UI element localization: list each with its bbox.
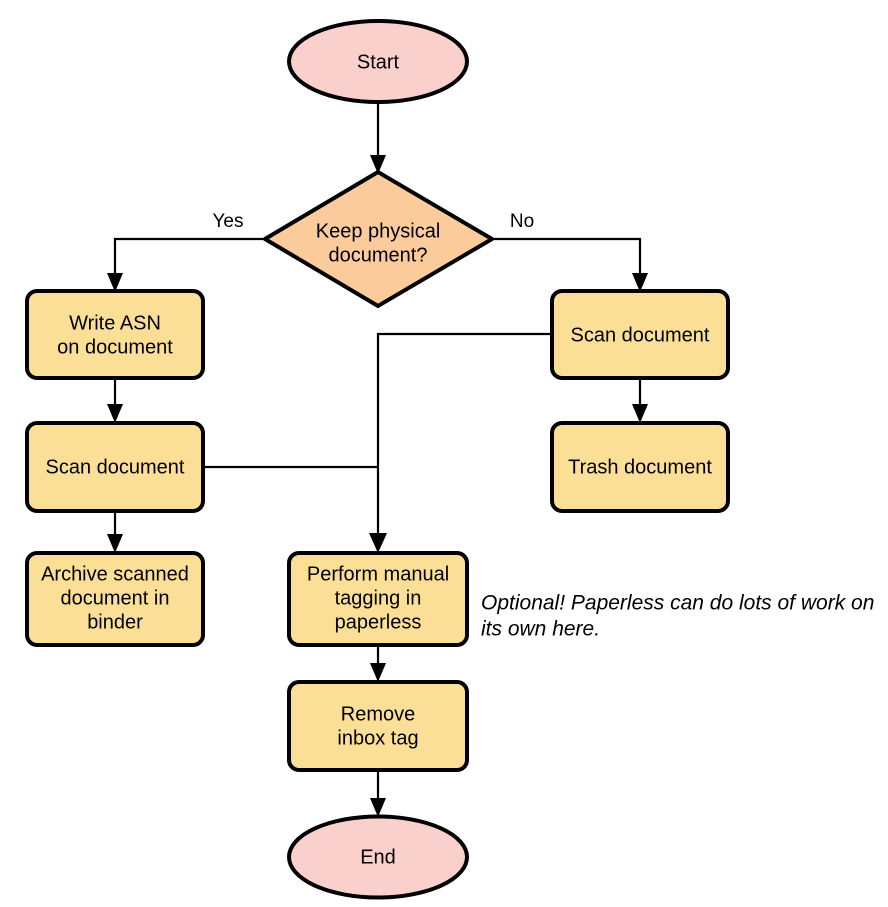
write-asn-rect-shape (25, 289, 205, 380)
scan-right-label: Scan document (571, 324, 710, 346)
edge-label-no: No (510, 211, 534, 232)
node-perform-manual-tagging[interactable]: Perform manual tagging in paperless (287, 551, 469, 647)
arrowhead-icon (632, 273, 648, 292)
archive-label-line-2: document in (61, 587, 170, 609)
remove-inbox-label-line-2: inbox tag (337, 727, 418, 749)
edge-scan-right-to-trash (632, 378, 648, 423)
trash-label: Trash document (568, 456, 712, 478)
archive-label-line-3: binder (87, 611, 143, 633)
decision-label-line-2: document? (329, 244, 428, 266)
arrowhead-icon (369, 533, 387, 553)
arrowhead-icon (107, 404, 123, 423)
arrowhead-icon (370, 663, 386, 682)
archive-label-line-1: Archive scanned (41, 563, 189, 585)
decision-label-line-1: Keep physical (316, 220, 441, 242)
arrowhead-icon (370, 798, 386, 817)
remove-inbox-label-line-1: Remove (341, 703, 415, 725)
arrowhead-icon (370, 155, 386, 174)
arrowhead-icon (107, 534, 123, 553)
edge-decision-yes-to-write-asn (107, 237, 265, 292)
node-end[interactable]: End (287, 814, 469, 900)
decision-diamond-shape (263, 170, 494, 308)
archive-rect-shape (25, 551, 205, 647)
manual-tagging-label-line-1: Perform manual (307, 563, 449, 585)
scan-left-label: Scan document (46, 456, 185, 478)
scan-right-rect-shape (550, 289, 730, 380)
edge-scan-right-to-manual-tagging (369, 332, 552, 553)
start-label: Start (357, 51, 400, 73)
manual-tagging-rect-shape (287, 551, 469, 647)
node-trash-document[interactable]: Trash document (550, 421, 730, 513)
edge-write-asn-to-scan-left (107, 378, 123, 423)
edge-remove-inbox-to-end (370, 770, 386, 817)
optional-note-line-1: Optional! Paperless can do lots of work … (481, 592, 874, 615)
write-asn-label-line-1: Write ASN (69, 312, 161, 334)
remove-inbox-rect-shape (287, 680, 469, 772)
node-scan-document-left[interactable]: Scan document (25, 421, 205, 513)
node-write-asn[interactable]: Write ASN on document (25, 289, 205, 380)
node-start[interactable]: Start (287, 19, 469, 104)
end-label: End (360, 846, 396, 868)
optional-note-line-2: its own here. (481, 618, 600, 641)
arrowhead-icon (632, 404, 648, 423)
annotation-optional-note: Optional! Paperless can do lots of work … (481, 592, 874, 641)
end-ellipse-shape (287, 814, 469, 900)
node-decision-keep-physical-document[interactable]: Keep physical document? (263, 170, 494, 308)
start-ellipse-shape (287, 19, 469, 104)
arrowhead-icon (107, 273, 123, 292)
manual-tagging-label-line-2: tagging in (335, 587, 422, 609)
trash-rect-shape (550, 421, 730, 513)
node-remove-inbox-tag[interactable]: Remove inbox tag (287, 680, 469, 772)
manual-tagging-label-line-3: paperless (335, 611, 422, 633)
node-scan-document-right[interactable]: Scan document (550, 289, 730, 380)
edge-start-to-decision (370, 102, 386, 174)
edge-scan-left-to-archive (107, 511, 123, 553)
scan-left-rect-shape (25, 421, 205, 513)
edge-label-yes: Yes (213, 211, 244, 232)
write-asn-label-line-2: on document (57, 336, 173, 358)
edge-decision-no-to-scan-right (492, 237, 648, 292)
node-archive-scanned-document[interactable]: Archive scanned document in binder (25, 551, 205, 647)
edge-manual-tagging-to-remove-inbox (370, 645, 386, 682)
